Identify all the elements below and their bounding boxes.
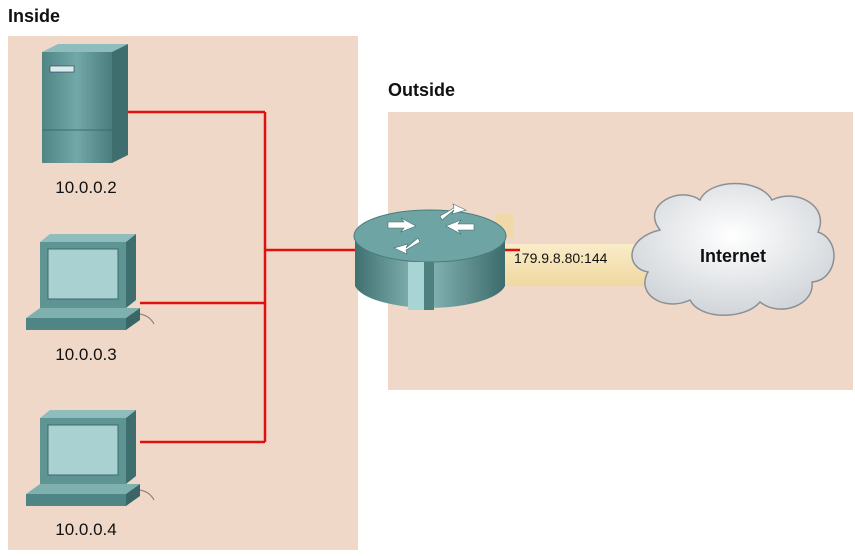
workstation-icon-2 [26,410,155,506]
inside-zone-title: Inside [8,6,61,26]
translated-address-label: 179.9.8.80:144 [514,250,608,266]
outside-zone-title: Outside [388,80,456,100]
server-icon [42,44,128,163]
host-ip-label: 10.0.0.3 [55,345,117,364]
internet-label: Internet [700,246,767,266]
internet-cloud-icon [631,182,835,316]
router-icon [353,203,507,310]
host-ip-label: 10.0.0.4 [55,520,117,539]
translation-tunnel [495,214,655,286]
workstation-icon-1 [26,234,155,330]
host-ip-label: 10.0.0.2 [55,178,117,197]
inside-links [128,110,355,444]
